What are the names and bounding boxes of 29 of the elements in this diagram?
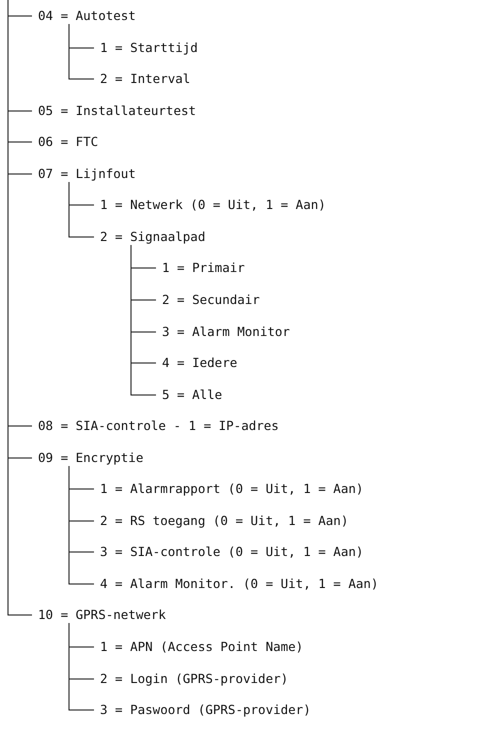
tree-item-label: 07 = Lijnfout (38, 166, 136, 182)
tree-item-label: 5 = Alle (162, 386, 222, 403)
tree-item-label: 06 = FTC (38, 134, 98, 150)
tree-item-label: 1 = Alarmrapport (0 = Uit, 1 = Aan) (100, 481, 364, 498)
tree-item-label: 05 = Installateurtest (38, 102, 196, 119)
tree-item-label: 2 = Login (GPRS-provider) (100, 670, 288, 687)
tree-item-label: 3 = Paswoord (GPRS-provider) (100, 702, 311, 718)
tree-item-label: 08 = SIA-controle - 1 = IP-adres (38, 418, 279, 434)
tree-item-label: 4 = Iedere (162, 355, 238, 372)
tree-item-label: 1 = Starttijd (100, 40, 198, 56)
tree-item-label: 4 = Alarm Monitor. (0 = Uit, 1 = Aan) (100, 576, 378, 592)
tree-item-label: 2 = Signaalpad (100, 228, 206, 245)
tree-connector (8, 0, 32, 616)
tree-item-label: 1 = Primair (162, 260, 245, 276)
tree-item-label: 09 = Encryptie (38, 450, 144, 466)
tree-item-label: 1 = Netwerk (0 = Uit, 1 = Aan) (100, 197, 326, 214)
tree-item-label: 2 = Interval (100, 71, 190, 88)
tree-item-label: 3 = Alarm Monitor (162, 324, 290, 340)
tree-item-label: 3 = SIA-controle (0 = Uit, 1 = Aan) (100, 544, 364, 560)
tree-item-label: 10 = GPRS-netwerk (38, 607, 166, 624)
tree-connector (68, 182, 94, 238)
tree-item-label: 04 = Autotest (38, 8, 136, 24)
tree-connector (68, 622, 94, 710)
tree-connector (68, 466, 94, 584)
tree-connector (68, 24, 94, 80)
tree-connector (130, 244, 156, 396)
tree-item-label: 2 = Secundair (162, 292, 260, 308)
tree-item-label: 1 = APN (Access Point Name) (100, 639, 304, 655)
tree-item-label: 2 = RS toegang (0 = Uit, 1 = Aan) (100, 512, 348, 529)
